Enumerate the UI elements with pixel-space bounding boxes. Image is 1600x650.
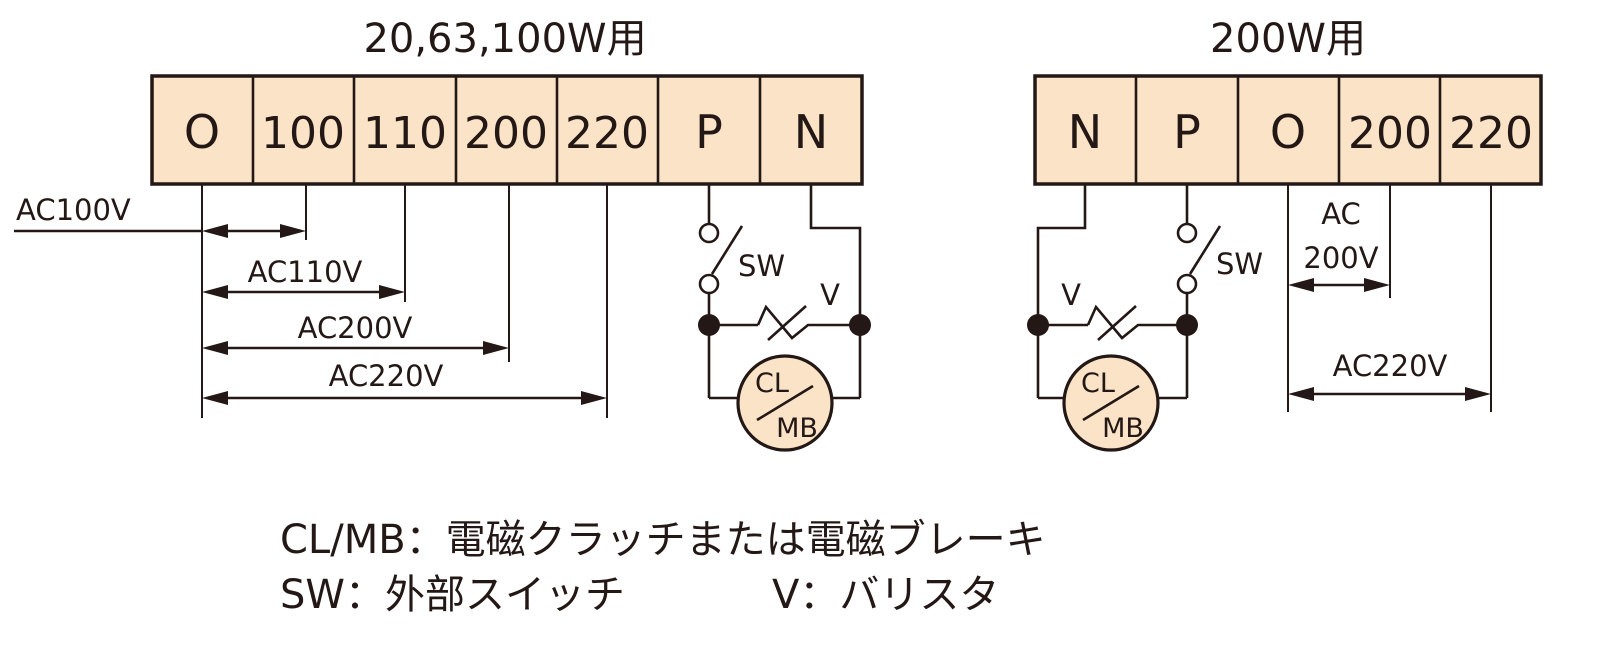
arrowhead [1364, 278, 1390, 292]
right-varistor-label: V [1061, 278, 1081, 312]
left-terminal-220: 220 [565, 108, 649, 159]
left-terminal-n: N [794, 105, 828, 159]
right-terminal-p: P [1173, 105, 1201, 159]
varistor-slash [767, 305, 807, 341]
right-terminal-n: N [1068, 105, 1102, 159]
left-terminal-100: 100 [261, 108, 345, 159]
legend-line-sw: SW：外部スイッチ [280, 572, 625, 618]
switch-contact-top [698, 222, 720, 244]
junction-dot [1176, 314, 1198, 336]
junction-dot [698, 314, 720, 336]
legend: CL/MB：電磁クラッチまたは電磁ブレーキ SW：外部スイッチ V：バリスタ [280, 517, 1046, 618]
label-ac200v-line1: AC [1321, 197, 1361, 231]
n-terminal-wire [809, 184, 862, 398]
right-brake-circuit: SW V CL MB [1027, 184, 1263, 452]
label-ac220v: AC220V [1333, 349, 1448, 383]
left-terminal-110: 110 [363, 108, 447, 159]
varistor-symbol [756, 304, 860, 340]
right-title: 200W用 [1210, 16, 1366, 62]
arrowhead [280, 224, 306, 238]
right-wiring-diagram: 200W用 N P O 200 220 AC 200V AC220V [1027, 16, 1543, 452]
arrowhead [1465, 387, 1491, 401]
right-voltage-lines: AC 200V AC220V [1287, 184, 1492, 412]
legend-line-clmb: CL/MB：電磁クラッチまたは電磁ブレーキ [280, 517, 1046, 563]
arrowhead [202, 341, 228, 355]
switch-blade [1188, 225, 1222, 275]
arrowhead [202, 224, 228, 238]
label-ac110v: AC110V [248, 255, 363, 289]
left-title: 20,63,100W用 [363, 16, 646, 62]
left-motor-label-cl: CL [755, 368, 789, 399]
arrowhead [483, 341, 509, 355]
junction-dot [849, 314, 871, 336]
arrowhead [202, 391, 228, 405]
legend-line-v: V：バリスタ [772, 572, 999, 618]
left-terminal-o: O [184, 105, 220, 159]
left-wiring-diagram: 20,63,100W用 O 100 110 200 220 P N [14, 16, 871, 452]
label-ac100v: AC100V [16, 193, 131, 227]
left-varistor-label: V [820, 278, 840, 312]
junction-dot [1027, 314, 1049, 336]
left-motor-label-mb: MB [776, 413, 818, 444]
left-voltage-lines: AC100V AC110V AC200V AC220V [14, 184, 608, 418]
left-terminal-block: O 100 110 200 220 P N [150, 74, 864, 186]
arrowhead [379, 285, 405, 299]
right-motor-label-mb: MB [1102, 413, 1144, 444]
left-terminal-200: 200 [464, 108, 548, 159]
label-ac200v-line2: 200V [1303, 241, 1378, 275]
switch-contact-top [1176, 222, 1198, 244]
left-terminal-strip [150, 74, 864, 186]
right-switch-label: SW [1216, 247, 1263, 281]
right-terminal-o: O [1270, 105, 1306, 159]
right-terminal-block: N P O 200 220 [1033, 74, 1543, 186]
label-ac220v: AC220V [329, 359, 444, 393]
varistor-slash [1097, 305, 1137, 341]
arrowhead [1288, 387, 1314, 401]
right-motor: CL MB [1062, 354, 1160, 452]
left-brake-circuit: SW V CL MB [698, 184, 871, 452]
arrowhead [202, 285, 228, 299]
right-terminal-200: 200 [1348, 108, 1432, 159]
switch-contact-bottom [698, 273, 720, 295]
right-terminal-220: 220 [1449, 108, 1533, 159]
varistor-symbol [1086, 304, 1187, 340]
left-switch-label: SW [738, 249, 785, 283]
n-terminal-wire [1036, 184, 1087, 398]
label-ac200v: AC200V [298, 311, 413, 345]
right-terminal-strip [1033, 74, 1543, 186]
arrowhead [1288, 278, 1314, 292]
arrowhead [581, 391, 607, 405]
right-motor-label-cl: CL [1081, 368, 1115, 399]
switch-contact-bottom [1176, 273, 1198, 295]
left-terminal-p: P [695, 105, 723, 159]
motor-slash [1082, 384, 1140, 422]
left-motor: CL MB [736, 354, 834, 452]
switch-blade [710, 225, 744, 275]
motor-slash [756, 384, 814, 422]
